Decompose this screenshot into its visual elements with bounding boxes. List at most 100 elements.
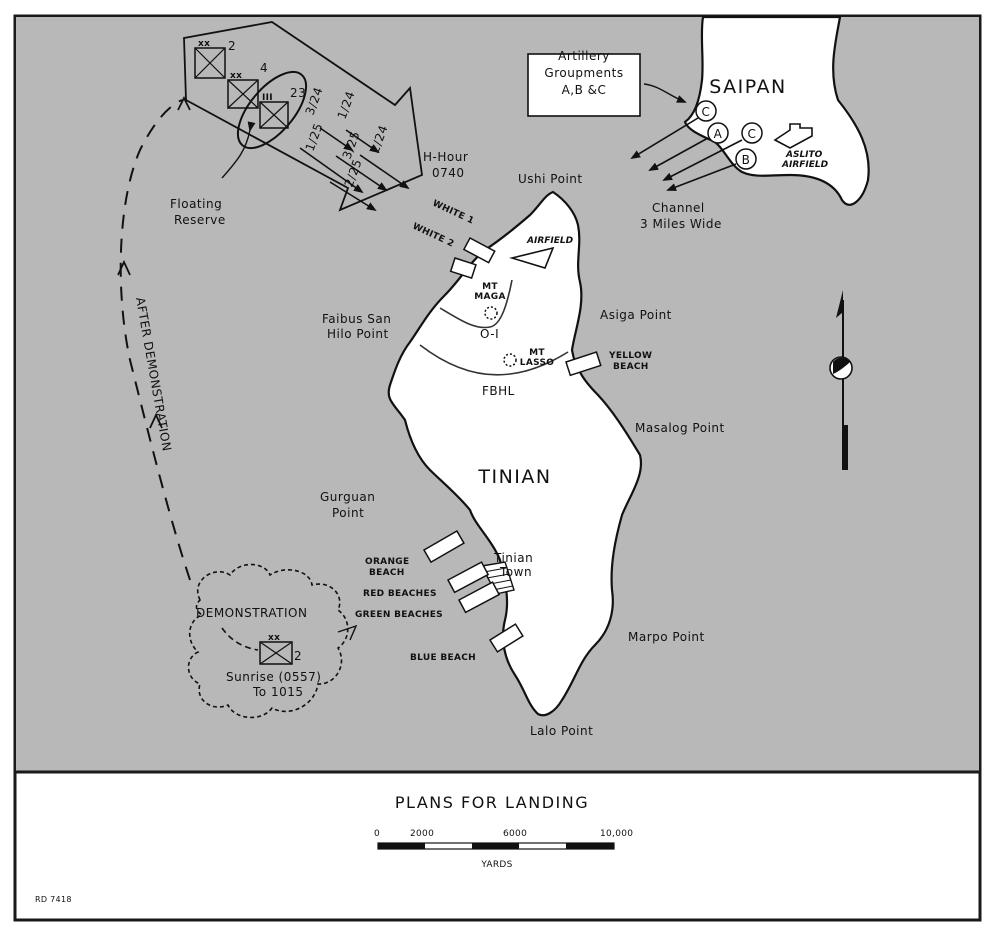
artillery-fire-arrows [630, 117, 743, 191]
mt-lasso-label-2: LASSO [520, 358, 554, 368]
route-arrowhead-mid [117, 259, 131, 276]
tinian-airfield-label: AIRFIELD [526, 236, 574, 246]
red-beach-marker [446, 561, 490, 594]
saipan-label: SAIPAN [709, 76, 786, 98]
orange-beach-label-1: ORANGE [365, 557, 409, 567]
division-2-label: 2 [228, 39, 236, 53]
artillery-b-label: B [742, 153, 751, 167]
h-hour-label: H-Hour [423, 150, 468, 164]
after-demonstration-route [119, 99, 191, 581]
svg-text:xx: xx [230, 71, 242, 81]
fbhl-line [419, 344, 569, 376]
artillery-line1: Artillery [558, 49, 610, 63]
demonstration-track [221, 627, 259, 651]
assault-arrow [183, 21, 423, 212]
blue-beach-marker [488, 623, 524, 653]
tinian-airfield-icon [508, 246, 555, 269]
o1-line [439, 279, 513, 329]
faibus-label-1: Faibus San [322, 312, 391, 326]
orange-beach-label-2: BEACH [369, 568, 405, 578]
blue-beach-label: BLUE BEACH [410, 653, 476, 663]
artillery-c2-label: C [748, 127, 757, 141]
yellow-beach-label-2: BEACH [613, 362, 649, 372]
scale-tick-10000: 10,000 [600, 829, 633, 839]
artillery-box [527, 53, 641, 117]
division-4-label: 4 [260, 61, 268, 75]
mt-maga-label-2: MAGA [474, 292, 505, 302]
ushi-point-label: Ushi Point [518, 172, 583, 186]
battalion-arrows [299, 127, 410, 212]
demonstration-division-label: 2 [294, 649, 302, 663]
tinian-town-label-2: Town [499, 565, 532, 579]
reference-code: RD 7418 [35, 895, 72, 904]
yellow-beach-marker [565, 351, 602, 377]
route-arrowhead-top [177, 95, 191, 111]
artillery-group-b: B [735, 148, 757, 170]
mt-lasso-peak-icon [503, 353, 517, 367]
tinian-label: TINIAN [477, 466, 551, 488]
regiment-23-symbol: III [259, 93, 289, 129]
demonstration-time-1: Sunrise (0557) [226, 670, 321, 684]
artillery-group-a: A [707, 122, 729, 144]
green-beaches-label: GREEN BEACHES [355, 610, 443, 620]
floating-reserve-pointer [221, 121, 256, 179]
saipan-island [683, 15, 870, 206]
floating-reserve-ellipse [236, 71, 308, 149]
white1-beach-marker [462, 236, 496, 264]
aslito-airfield-icon [773, 123, 813, 149]
artillery-a-label: A [714, 127, 723, 141]
marpo-point-label: Marpo Point [628, 630, 705, 644]
artillery-pointer-arrow [643, 83, 687, 103]
scale-unit-label: YARDS [480, 860, 512, 870]
artillery-c1-label: C [702, 105, 711, 119]
white2-beach-marker [449, 257, 477, 280]
regiment-23-label: 23 [290, 86, 306, 100]
o1-label: O-I [480, 327, 499, 341]
svg-text:xx: xx [198, 39, 210, 49]
svg-text:III: III [262, 93, 273, 103]
floating-reserve-label-2: Reserve [174, 213, 226, 227]
scale-tick-0: 0 [374, 829, 380, 839]
demonstration-cloud [187, 563, 349, 719]
green-beach-marker [457, 581, 501, 614]
channel-label-1: Channel [652, 201, 705, 215]
demonstration-time-2: To 1015 [252, 685, 304, 699]
scale-tick-2000: 2000 [410, 829, 434, 839]
route-arrowhead-low [149, 412, 163, 429]
scale-tick-6000: 6000 [503, 829, 527, 839]
asiga-point-label: Asiga Point [600, 308, 672, 322]
gurguan-label-1: Gurguan [320, 490, 375, 504]
aslito-label-2: AIRFIELD [781, 160, 829, 170]
map-title: PLANS FOR LANDING [395, 793, 589, 812]
demonstration-division-symbol: xx [259, 633, 293, 665]
floating-reserve-label-1: Floating [170, 197, 222, 211]
north-arrow [829, 290, 853, 470]
artillery-line2: Groupments [544, 66, 623, 80]
tinian-island [387, 190, 643, 717]
division-2-symbol: xx [194, 39, 226, 79]
orange-beach-marker [422, 529, 465, 564]
mt-maga-peak-icon [484, 306, 498, 320]
channel-label-2: 3 Miles Wide [640, 217, 722, 231]
artillery-line3: A,B &C [562, 83, 607, 97]
yellow-beach-label-1: YELLOW [608, 351, 652, 361]
mt-lasso-label-1: MT [529, 348, 545, 358]
artillery-group-c1: C [695, 100, 717, 122]
aslito-label-1: ASLITO [785, 150, 823, 160]
faibus-label-2: Hilo Point [327, 327, 389, 341]
masalog-point-label: Masalog Point [635, 421, 725, 435]
demonstration-arrowhead [337, 624, 358, 641]
demonstration-label: DEMONSTRATION [196, 606, 307, 620]
fbhl-label: FBHL [482, 384, 515, 398]
scale-bar [377, 842, 615, 850]
artillery-group-c2: C [741, 122, 763, 144]
lalo-point-label: Lalo Point [530, 724, 593, 738]
gurguan-label-2: Point [332, 506, 364, 520]
h-hour-time: 0740 [432, 166, 465, 180]
tinian-town-label-1: Tinian [493, 551, 533, 565]
red-beaches-label: RED BEACHES [363, 589, 437, 599]
mt-maga-label-1: MT [482, 282, 498, 292]
svg-text:xx: xx [268, 633, 280, 643]
